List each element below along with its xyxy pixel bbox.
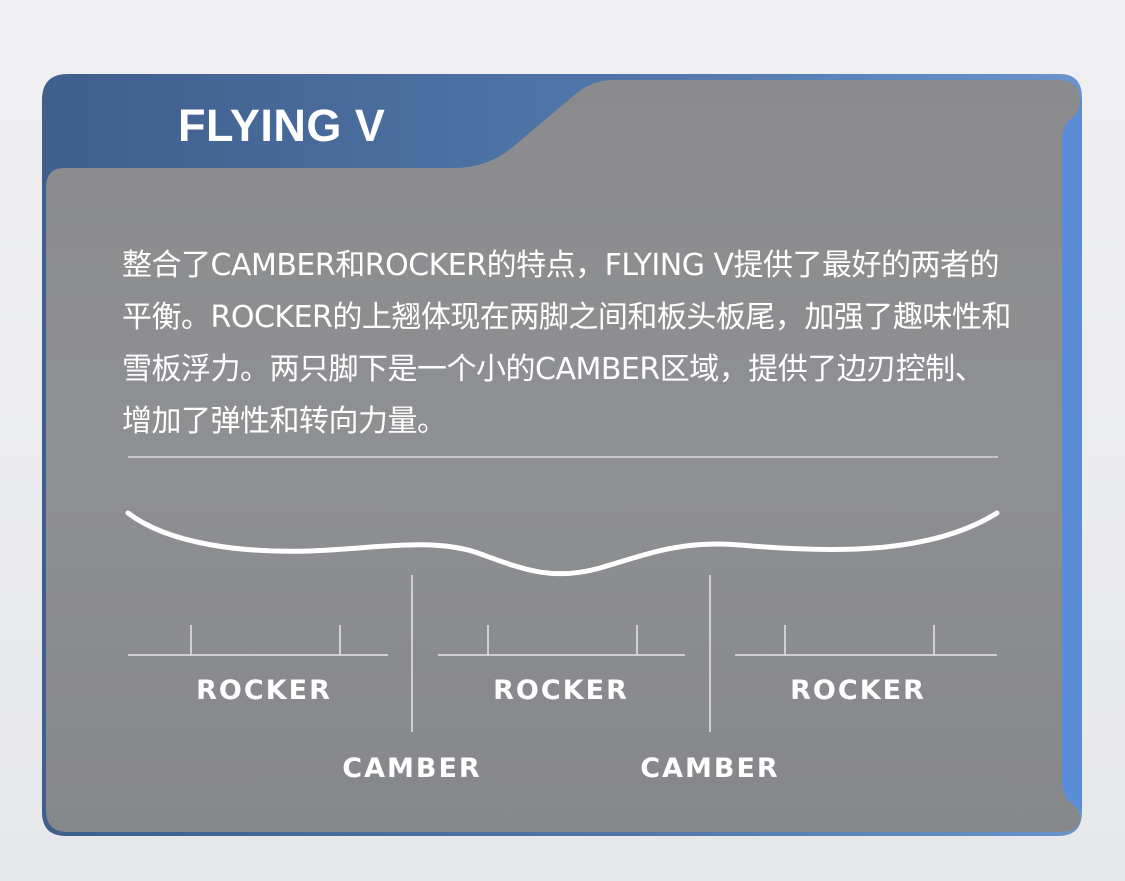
rocker-label-left: ROCKER xyxy=(196,675,332,706)
board-profile-curve xyxy=(125,510,1000,577)
card-description: 整合了CAMBER和ROCKER的特点，FLYING V提供了最好的两者的平衡。… xyxy=(122,248,1011,439)
camber-label-left: CAMBER xyxy=(342,753,482,784)
content-panel xyxy=(46,80,1080,832)
rocker-ruler-center xyxy=(438,625,685,656)
rocker-ruler-left xyxy=(128,625,388,656)
rocker-label-right: ROCKER xyxy=(790,675,926,706)
card-title: FLYING V xyxy=(178,100,386,151)
camber-label-right: CAMBER xyxy=(640,753,780,784)
rocker-ruler-right xyxy=(735,625,997,656)
right-accent-stripe xyxy=(1060,100,1082,810)
rocker-label-center: ROCKER xyxy=(493,675,629,706)
